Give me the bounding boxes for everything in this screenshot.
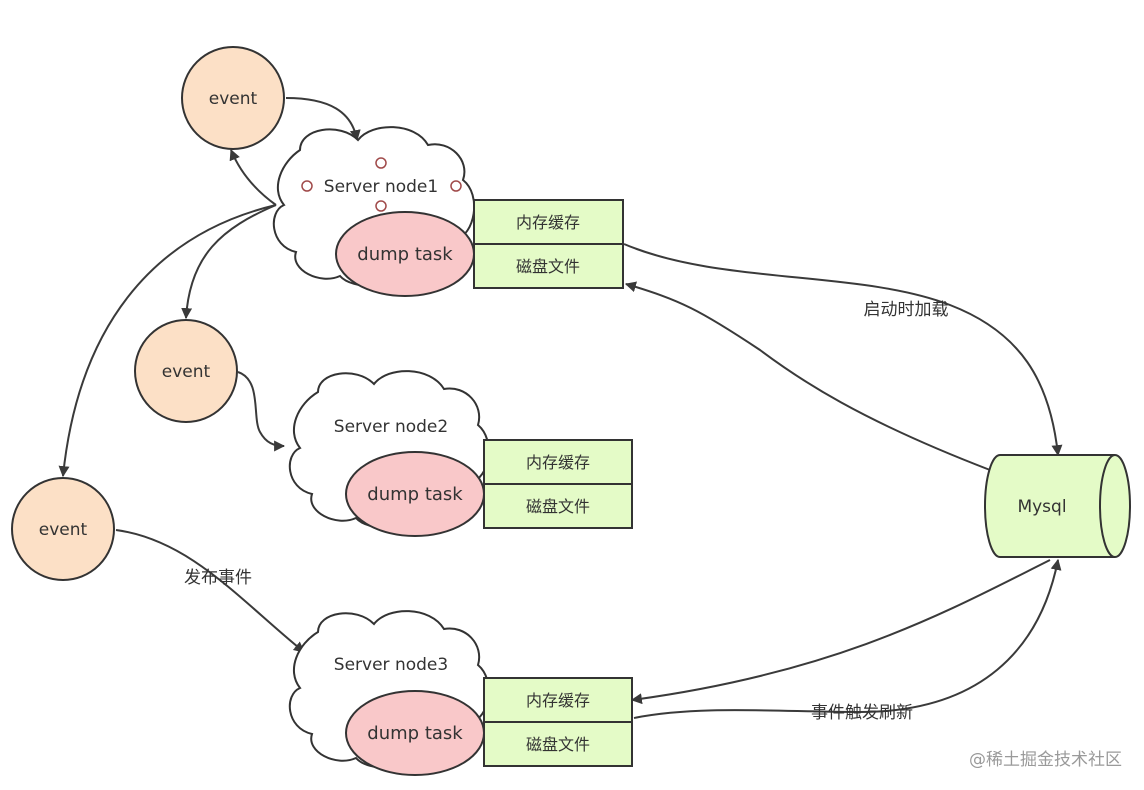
edge-cache3-to-mysql-refresh bbox=[633, 558, 1062, 719]
cache-box-2-disk-label: 磁盘文件 bbox=[526, 497, 590, 516]
event-node-3-label: event bbox=[39, 520, 88, 540]
cache-box-1-disk bbox=[473, 243, 624, 289]
edge-label-publish: 发布事件 bbox=[184, 568, 252, 588]
cache-box-2-disk bbox=[483, 483, 633, 529]
server-node-1-label: Server node1 bbox=[324, 177, 438, 197]
edge-mysql-to-cache3 bbox=[630, 559, 1051, 705]
cache-box-2-memory-label: 内存缓存 bbox=[526, 453, 590, 472]
edges bbox=[58, 97, 1063, 719]
edge-event1-to-server1 bbox=[285, 97, 361, 142]
edge-mysql-to-cache1 bbox=[624, 281, 991, 471]
cache-box-1-disk-label: 磁盘文件 bbox=[516, 257, 580, 276]
edge-server1-to-event1 bbox=[229, 148, 277, 206]
server-node-2-label: Server node2 bbox=[334, 417, 448, 437]
cache-box-3-disk bbox=[483, 721, 633, 767]
dump-task-3-label: dump task bbox=[367, 723, 463, 744]
event-node-2: event bbox=[134, 319, 238, 423]
mysql-label: Mysql bbox=[1017, 497, 1066, 517]
edge-label-refresh: 事件触发刷新 bbox=[811, 703, 913, 723]
cache-box-2-memory bbox=[483, 439, 633, 485]
event-node-2-label: event bbox=[162, 362, 211, 382]
edge-event3-to-server3 bbox=[115, 529, 305, 653]
event-node-1-label: event bbox=[209, 89, 258, 109]
cache-box-3-memory-label: 内存缓存 bbox=[526, 691, 590, 710]
server-node-1: Server node1 dump task 内存缓存 磁盘文件 bbox=[272, 126, 624, 297]
edge-cache1-to-mysql-load bbox=[623, 243, 1063, 457]
event-node-1: event bbox=[181, 46, 285, 150]
cache-box-3-disk-label: 磁盘文件 bbox=[526, 735, 590, 754]
mysql-cylinder-end bbox=[1099, 454, 1116, 558]
server-node-2: Server node2 dump task 内存缓存 磁盘文件 bbox=[288, 370, 633, 537]
event-node-3: event bbox=[11, 477, 115, 581]
selection-handle bbox=[301, 180, 313, 192]
dump-task-2-label: dump task bbox=[367, 484, 463, 505]
edge-event2-to-server2 bbox=[237, 371, 286, 452]
cache-box-1-memory-label: 内存缓存 bbox=[516, 213, 580, 232]
dump-task-1-label: dump task bbox=[357, 244, 453, 265]
edge-server1-to-event2 bbox=[181, 204, 277, 320]
selection-handle bbox=[375, 200, 387, 212]
selection-handle bbox=[450, 180, 462, 192]
edge-label-load: 启动时加载 bbox=[864, 300, 949, 320]
edge-server1-to-event3 bbox=[58, 204, 277, 478]
selection-handle bbox=[375, 157, 387, 169]
watermark: @稀土掘金技术社区 bbox=[969, 750, 1122, 770]
server-node-3-label: Server node3 bbox=[334, 655, 448, 675]
server-node-3: Server node3 dump task 内存缓存 磁盘文件 bbox=[288, 610, 633, 776]
mysql-database: Mysql bbox=[984, 454, 1131, 558]
